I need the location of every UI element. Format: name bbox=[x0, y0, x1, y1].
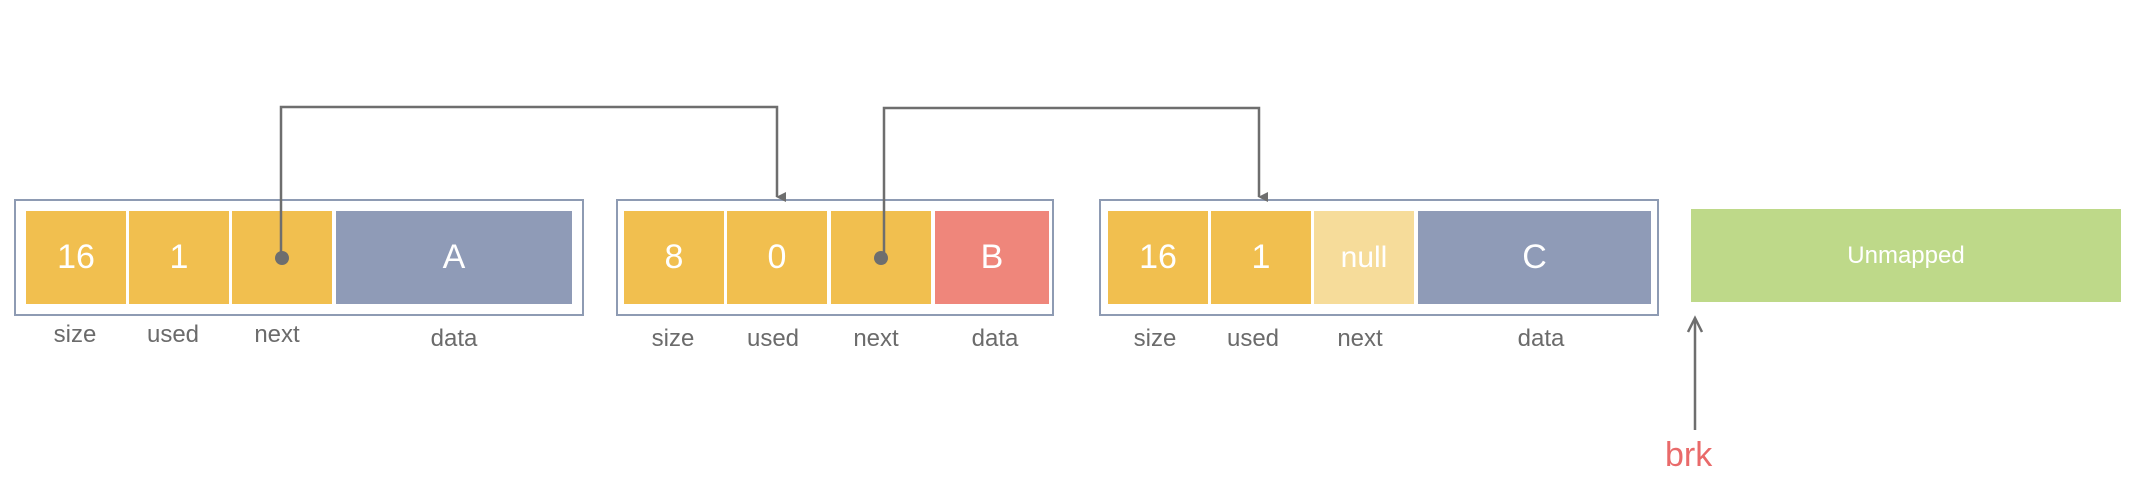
block-2-data-cell: B bbox=[935, 211, 1049, 304]
block-1-data-label: data bbox=[430, 325, 478, 352]
block-3-size-label: size bbox=[1133, 325, 1177, 352]
block-3-data-cell: C bbox=[1418, 211, 1651, 304]
brk-arrowhead bbox=[1686, 315, 1704, 333]
block-2-used-label: used bbox=[746, 325, 800, 352]
block-1-size-label: size bbox=[53, 321, 97, 348]
block-1-used-label: used bbox=[146, 321, 200, 348]
block-2-size-cell: 8 bbox=[624, 211, 724, 304]
block-2-next-label: next bbox=[853, 325, 899, 352]
block-3-size-cell: 16 bbox=[1108, 211, 1208, 304]
block-3-next-label: next bbox=[1337, 325, 1383, 352]
next-pointer-arrow-2 bbox=[882, 106, 1268, 264]
block-1-next-label: next bbox=[254, 321, 300, 348]
block-2-used-cell: 0 bbox=[727, 211, 827, 304]
block-3-next-cell: null bbox=[1314, 211, 1414, 304]
unmapped-region: Unmapped bbox=[1691, 209, 2121, 302]
block-1-size-cell: 16 bbox=[26, 211, 126, 304]
block-1-used-cell: 1 bbox=[129, 211, 229, 304]
block-3-data-label: data bbox=[1517, 325, 1565, 352]
block-2-data-label: data bbox=[971, 325, 1019, 352]
block-1-data-cell: A bbox=[336, 211, 572, 304]
block-3-used-cell: 1 bbox=[1211, 211, 1311, 304]
block-2-next-cell bbox=[831, 211, 931, 304]
block-3-used-label: used bbox=[1226, 325, 1280, 352]
brk-label: brk bbox=[1665, 436, 1713, 474]
next-pointer-arrow-1 bbox=[279, 105, 786, 264]
block-2-size-label: size bbox=[651, 325, 695, 352]
